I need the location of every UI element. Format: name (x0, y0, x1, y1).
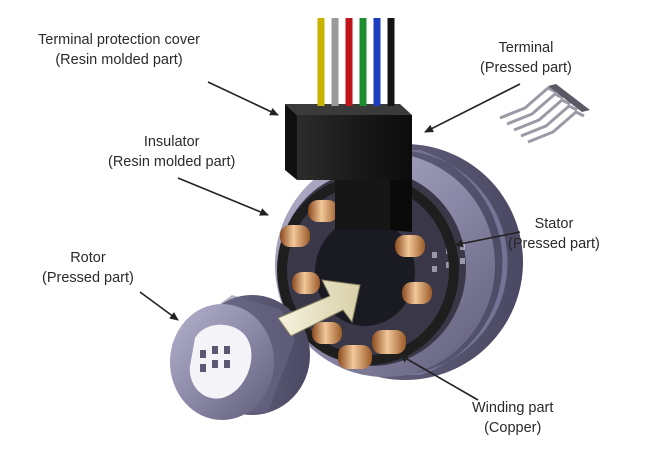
label-terminal: Terminal (Pressed part) (480, 38, 572, 78)
leader-lines (139, 81, 521, 401)
label-line: (Pressed part) (508, 236, 600, 252)
label-line: Terminal (498, 40, 554, 56)
winding-coils (280, 200, 432, 369)
rotor (170, 295, 310, 420)
label-line: (Resin molded part) (55, 52, 183, 68)
label-line: Rotor (70, 250, 106, 266)
label-line: (Pressed part) (42, 270, 134, 286)
label-line: Stator (534, 216, 574, 232)
label-line: Winding part (472, 400, 554, 416)
insertion-arrow (277, 279, 361, 337)
label-winding-part: Winding part (Copper) (472, 398, 553, 438)
label-insulator: Insulator (Resin molded part) (108, 132, 235, 172)
terminal-protection-cover (285, 104, 412, 232)
label-stator: Stator (Pressed part) (508, 214, 600, 254)
label-line: (Pressed part) (480, 60, 572, 76)
lead-wires (317, 18, 395, 106)
terminal-pins (499, 84, 590, 144)
label-line: Terminal protection cover (38, 32, 200, 48)
label-rotor: Rotor (Pressed part) (42, 248, 134, 288)
label-terminal-protection-cover: Terminal protection cover (Resin molded … (38, 30, 200, 70)
label-line: Insulator (143, 134, 200, 150)
label-line: (Resin molded part) (108, 154, 236, 170)
label-line: (Copper) (484, 420, 542, 436)
